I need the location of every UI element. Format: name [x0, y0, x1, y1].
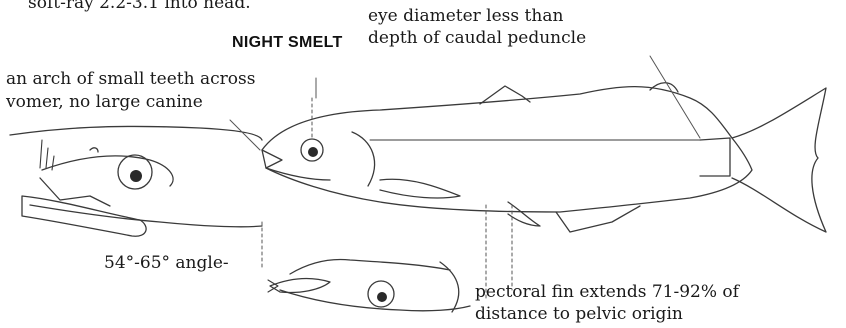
- label-eye-line2: depth of caudal peduncle: [368, 29, 586, 48]
- page-title: NIGHT SMELT: [232, 34, 343, 52]
- label-pectoral-line1: pectoral fin extends 71-92% of: [475, 283, 739, 302]
- label-vomer-line2: vomer, no large canine: [6, 93, 203, 112]
- leader-peduncle: [650, 56, 700, 138]
- label-top-cut: soft-ray 2.2-3.1 into head.: [28, 0, 251, 13]
- bottom-head-detail: [268, 260, 470, 312]
- bottom-head-jaw: [270, 279, 330, 293]
- head-upper-jaw: [42, 156, 173, 186]
- fish-body-outline: [262, 87, 752, 212]
- fish-caudal-fin: [732, 88, 826, 232]
- fish-adipose-fin: [650, 83, 678, 92]
- fish-pelvic-fin: [508, 202, 540, 226]
- label-vomer-line1: an arch of small teeth across: [6, 70, 255, 89]
- fish-caudal-peduncle: [700, 138, 730, 176]
- fish-pectoral-fin: [380, 179, 460, 198]
- main-fish-drawing: [262, 83, 826, 232]
- label-angle: 54°-65° angle-: [104, 254, 229, 273]
- label-pectoral-line2: distance to pelvic origin: [475, 305, 683, 324]
- head-vomer-teeth: [40, 140, 54, 170]
- head-lower-jaw: [22, 196, 146, 236]
- fish-anal-fin: [556, 206, 640, 232]
- left-head-detail: [10, 126, 262, 236]
- label-eye-line1: eye diameter less than: [368, 7, 563, 26]
